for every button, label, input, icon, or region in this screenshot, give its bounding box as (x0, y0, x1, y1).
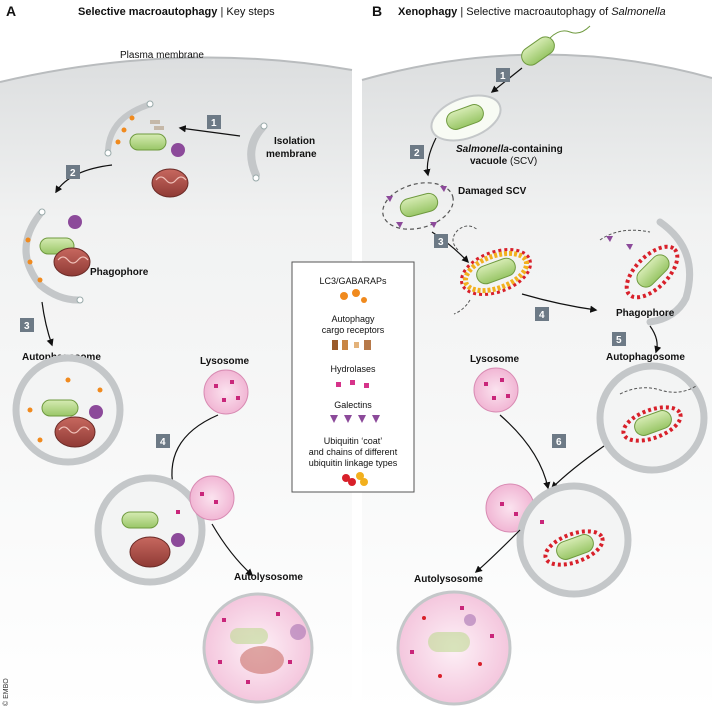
panel-a (0, 56, 353, 712)
autolysosome-b-label: Autolysosome (414, 574, 483, 585)
legend-ub-label-1: Ubiquitin ‘coat’ (324, 436, 383, 446)
step-box-b4 (535, 307, 549, 321)
hydrolase-icon (336, 380, 369, 388)
step-box-b6 (552, 434, 566, 448)
cargo-aggregate-icon (171, 143, 185, 157)
legend-ub-label-3: ubiquitin linkage types (309, 458, 398, 468)
panel-b-letter: B (372, 3, 382, 19)
autophagosome-b-label: Autophagosome (606, 352, 685, 363)
fusion-b (485, 482, 632, 598)
isolation-membrane (247, 124, 266, 179)
step-box-a1 (207, 115, 221, 129)
autolysosome-a-label: Autolysosome (234, 572, 303, 583)
isolation-membrane-label-1: Isolation (274, 136, 315, 147)
fusion-a (94, 474, 235, 586)
legend-lc3-label: LC3/GABARAPs (319, 276, 387, 286)
isolation-membrane-label-2: membrane (266, 149, 317, 160)
step-a3: 3 (24, 321, 30, 332)
step-box-b5 (612, 332, 626, 346)
autophagosome-b (596, 362, 708, 474)
early-cargo-group (104, 100, 189, 198)
damaged-scv (382, 182, 454, 230)
step-box-a4 (156, 434, 170, 448)
panel-a-title: Selective macroautophagy | Key steps (78, 6, 275, 18)
lysosome-b-label: Lysosome (470, 354, 520, 365)
step-b6: 6 (556, 437, 562, 448)
step-b1: 1 (500, 71, 506, 82)
lysosome-b (473, 367, 519, 413)
plasma-membrane-a (0, 56, 353, 83)
scv-label-1: Salmonella-containing (456, 144, 563, 155)
step-a4: 4 (160, 437, 166, 448)
step-b4: 4 (539, 310, 545, 321)
phagophore-b-label: Phagophore (616, 308, 675, 319)
cargo-receptor-icon (332, 340, 371, 350)
phagophore-b (599, 218, 694, 326)
galectin-icon (330, 415, 380, 423)
lysosome-a-label: Lysosome (200, 356, 250, 367)
lc3-icon (340, 289, 367, 303)
phagophore-a-label: Phagophore (90, 267, 149, 278)
damaged-scv-label: Damaged SCV (458, 186, 527, 197)
ub-coated-bacterium (452, 225, 533, 315)
step-a1: 1 (211, 118, 217, 129)
step-b5: 5 (616, 335, 622, 346)
legend-receptors-label-1: Autophagy (331, 314, 375, 324)
copyright: © EMBO (2, 678, 10, 706)
step-box-b1 (496, 68, 510, 82)
step-a2: 2 (70, 168, 76, 179)
step-b2: 2 (414, 148, 420, 159)
autolysosome-b (396, 590, 512, 706)
salmonella-entering (521, 25, 591, 66)
scv-label-2: vacuole (SCV) (470, 156, 537, 167)
ubiquitin-icon (342, 472, 368, 486)
autophagosome-a (12, 354, 124, 466)
legend-hydrolases-label: Hydrolases (330, 364, 376, 374)
panel-b-title: Xenophagy | Selective macroautophagy of … (398, 6, 666, 18)
step-box-b3 (434, 234, 448, 248)
autolysosome-a (202, 592, 314, 704)
legend-galectins-label: Galectins (334, 400, 372, 410)
legend: LC3/GABARAPs Autophagy cargo receptors H… (291, 261, 415, 493)
legend-ub-label-2: and chains of different (309, 447, 398, 457)
step-box-b2 (410, 145, 424, 159)
step-b3: 3 (438, 237, 444, 248)
phagophore-a (22, 208, 91, 304)
step-box-a3 (20, 318, 34, 332)
legend-receptors-label-2: cargo receptors (322, 325, 385, 335)
plasma-membrane-label: Plasma membrane (120, 50, 204, 61)
scv (430, 94, 502, 142)
panel-a-letter: A (6, 3, 16, 19)
bacterium-icon (129, 133, 167, 151)
step-box-a2 (66, 165, 80, 179)
cell-background-a (0, 57, 352, 712)
lysosome-a (203, 369, 249, 415)
